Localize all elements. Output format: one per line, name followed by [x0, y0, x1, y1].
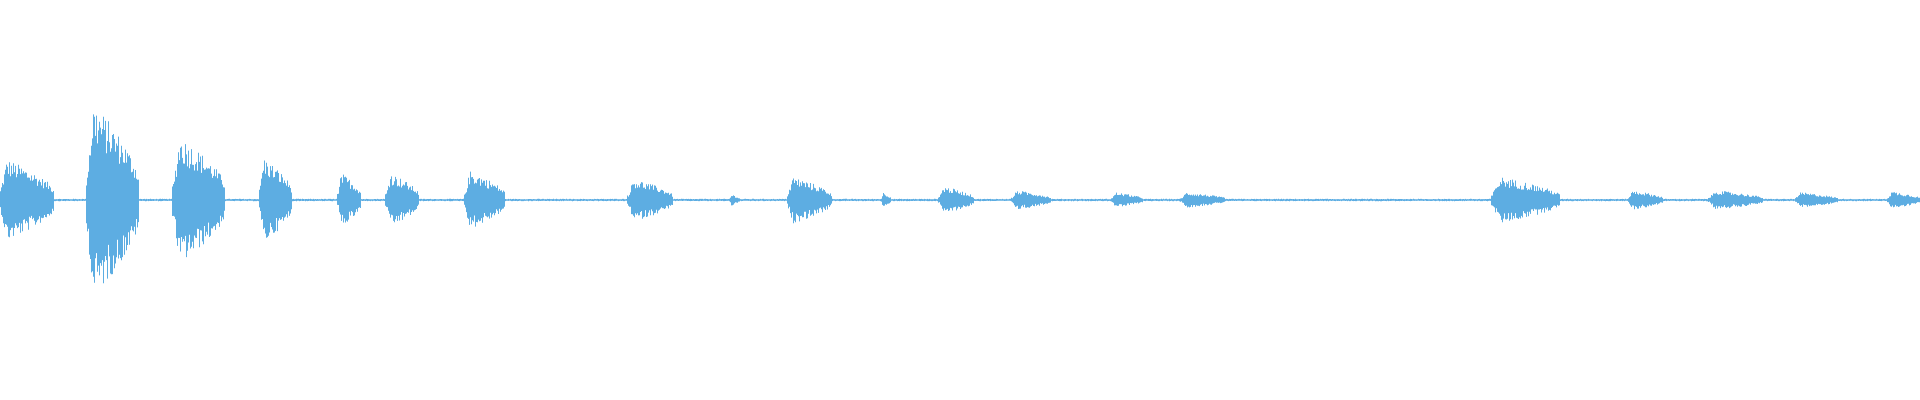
waveform-segments [0, 102, 1920, 298]
waveform-segment-3 [173, 135, 225, 264]
waveform-segment-2 [86, 102, 138, 298]
waveform-segment-20 [1887, 191, 1920, 209]
waveform-segment-7 [465, 171, 505, 230]
waveform-segment-12 [939, 186, 974, 213]
waveform-segment-10 [787, 177, 831, 224]
waveform-segment-8 [628, 178, 672, 221]
waveform-segment-1 [0, 159, 54, 241]
waveform-segment-17 [1628, 190, 1663, 210]
waveform-segment-6 [386, 173, 419, 228]
waveform-segment-15 [1181, 192, 1225, 208]
waveform-segment-14 [1112, 192, 1143, 208]
waveform-segment-11 [881, 192, 891, 208]
waveform-peaks [0, 114, 1920, 284]
waveform-segment-4 [259, 157, 292, 243]
waveform-segment-9 [730, 194, 740, 206]
waveform-segment-18 [1709, 190, 1763, 210]
waveform-segment-16 [1492, 177, 1559, 224]
waveform-segment-5 [338, 173, 361, 228]
waveform-segment-19 [1795, 192, 1837, 208]
waveform-segment-13 [1012, 190, 1050, 210]
